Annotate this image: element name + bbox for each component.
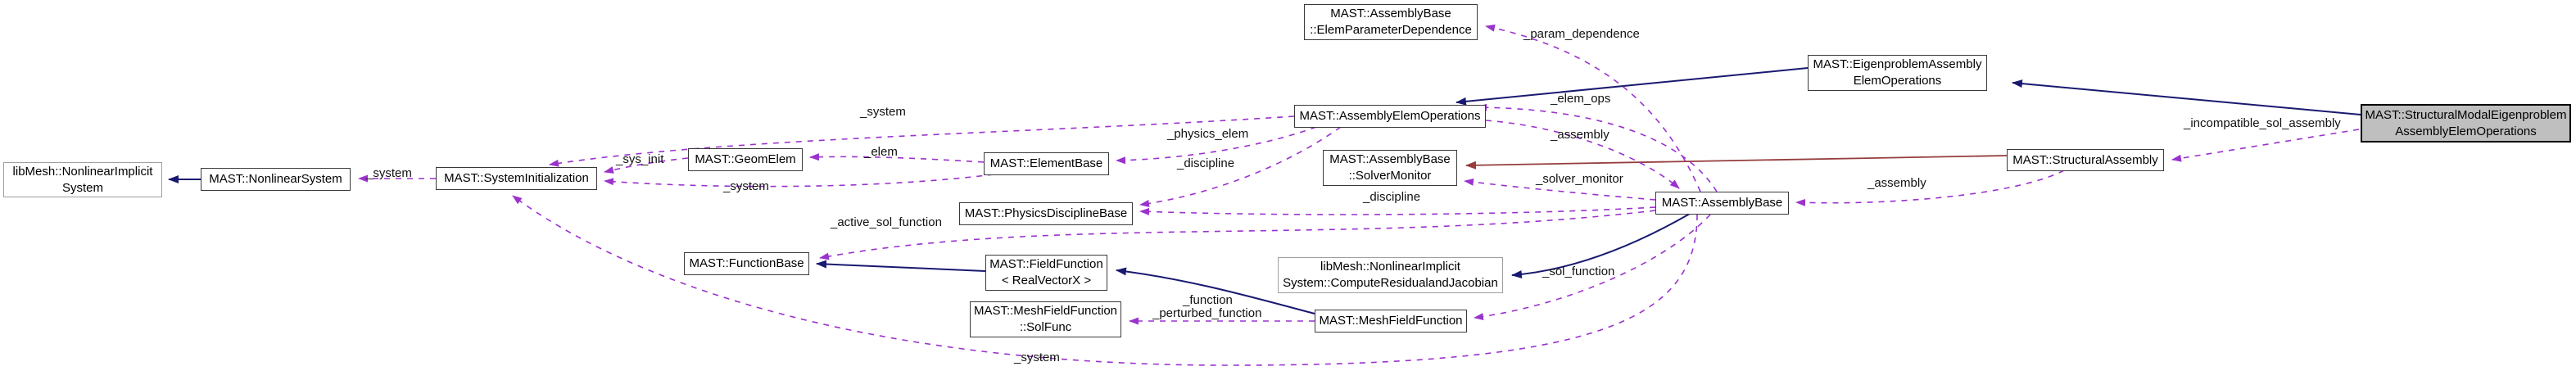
edge-label-discipline-from-assembly: _discipline: [1363, 190, 1421, 204]
edge-use-incompatible-sol-assembly: [2171, 129, 2360, 162]
node-mast-elementbase[interactable]: MAST::ElementBase: [984, 152, 1109, 175]
edge-use-elem-ops: [1477, 103, 1718, 192]
edge-use-system-element-base: [604, 174, 994, 188]
edge-label-elem: _elem: [864, 145, 898, 159]
edge-label-system-element-base: _system: [723, 179, 769, 193]
node-mast-functionbase[interactable]: MAST::FunctionBase: [684, 252, 809, 275]
node-mast-physicsdisciplinebase[interactable]: MAST::PhysicsDisciplineBase: [959, 202, 1133, 225]
edge-label-elem-ops: _elem_ops: [1551, 92, 1611, 106]
edge-label-sys-init: _sys_init: [616, 152, 664, 166]
edge-inherit-eigenops-assemblyelemops: [1456, 67, 1809, 106]
node-mast-fieldfunction-realvectorx[interactable]: MAST::FieldFunction< RealVectorX >: [985, 255, 1107, 291]
edge-label-solver-monitor: _solver_monitor: [1536, 172, 1623, 186]
edge-label-incompatible-sol-assembly: _incompatible_sol_assembly: [2184, 116, 2341, 130]
node-mast-assemblybase-elemparameterdependence[interactable]: MAST::AssemblyBase::ElemParameterDepende…: [1304, 4, 1478, 40]
edge-use-elem: [809, 153, 985, 163]
edge-use-solver-monitor: [1464, 178, 1656, 201]
edge-label-system-arc: _system: [860, 105, 906, 119]
edge-label-param-dependence: _param_dependence: [1523, 27, 1640, 41]
edge-label-function: _function: [1183, 293, 1233, 307]
edge-use-system-arc: [549, 115, 1295, 167]
node-mast-geomelem[interactable]: MAST::GeomElem: [688, 148, 803, 171]
node-mast-meshfieldfunction-solfunc[interactable]: MAST::MeshFieldFunction::SolFunc: [970, 301, 1121, 337]
edge-label-sol-function: _sol_function: [1542, 265, 1615, 278]
edge-label-system-bottom: _system: [1014, 351, 1060, 364]
edge-use-discipline-from-assembly: [1139, 206, 1656, 215]
edge-inherit-meshfieldfunction-fieldfunction: [1116, 267, 1315, 314]
edge-label-assembly-from-structural: _assembly: [1867, 176, 1926, 190]
edge-use-active-sol-function: [819, 210, 1656, 260]
edge-label-physics-elem: _physics_elem: [1167, 127, 1249, 141]
edge-use-sol-function: [1474, 214, 1711, 320]
edge-use-assembly-from-structural: [1795, 170, 2065, 206]
edge-label-discipline-from-ops: _discipline: [1177, 156, 1235, 170]
edge-label-assembly-from-ops: _assembly: [1551, 128, 1609, 142]
edge-inherit-assemblybase-computeresjac: [1511, 213, 1691, 279]
node-mast-structuralassembly[interactable]: MAST::StructuralAssembly: [2007, 149, 2164, 171]
node-mast-assemblybase[interactable]: MAST::AssemblyBase: [1655, 192, 1789, 215]
node-mast-systeminitialization[interactable]: MAST::SystemInitialization: [436, 167, 597, 190]
node-mast-assemblybase-solvermonitor[interactable]: MAST::AssemblyBase::SolverMonitor: [1323, 150, 1457, 186]
node-mast-meshfieldfunction[interactable]: MAST::MeshFieldFunction: [1315, 310, 1467, 333]
node-mast-nonlinearsystem[interactable]: MAST::NonlinearSystem: [201, 168, 351, 191]
edge-use-system-bottom: [512, 195, 1698, 366]
edge-use-discipline-from-ops: [1139, 126, 1342, 207]
edge-inherit-fieldfunction-functionbase: [816, 260, 986, 272]
edge-label-system-left: _system: [366, 166, 412, 180]
edge-label-active-sol-function: _active_sol_function: [831, 215, 942, 229]
edge-private-structuralassembly-solvermonitor: [1465, 155, 2008, 170]
edge-use-param-dependence: [1485, 24, 1701, 192]
node-mast-assemblyelemoperations[interactable]: MAST::AssemblyElemOperations: [1294, 105, 1486, 128]
edge-inherit-structuralmodal-eigenops: [2012, 79, 2361, 115]
edge-label-perturbed-function: _perturbed_function: [1152, 306, 1262, 320]
edge-use-physics-elem: [1116, 126, 1317, 165]
